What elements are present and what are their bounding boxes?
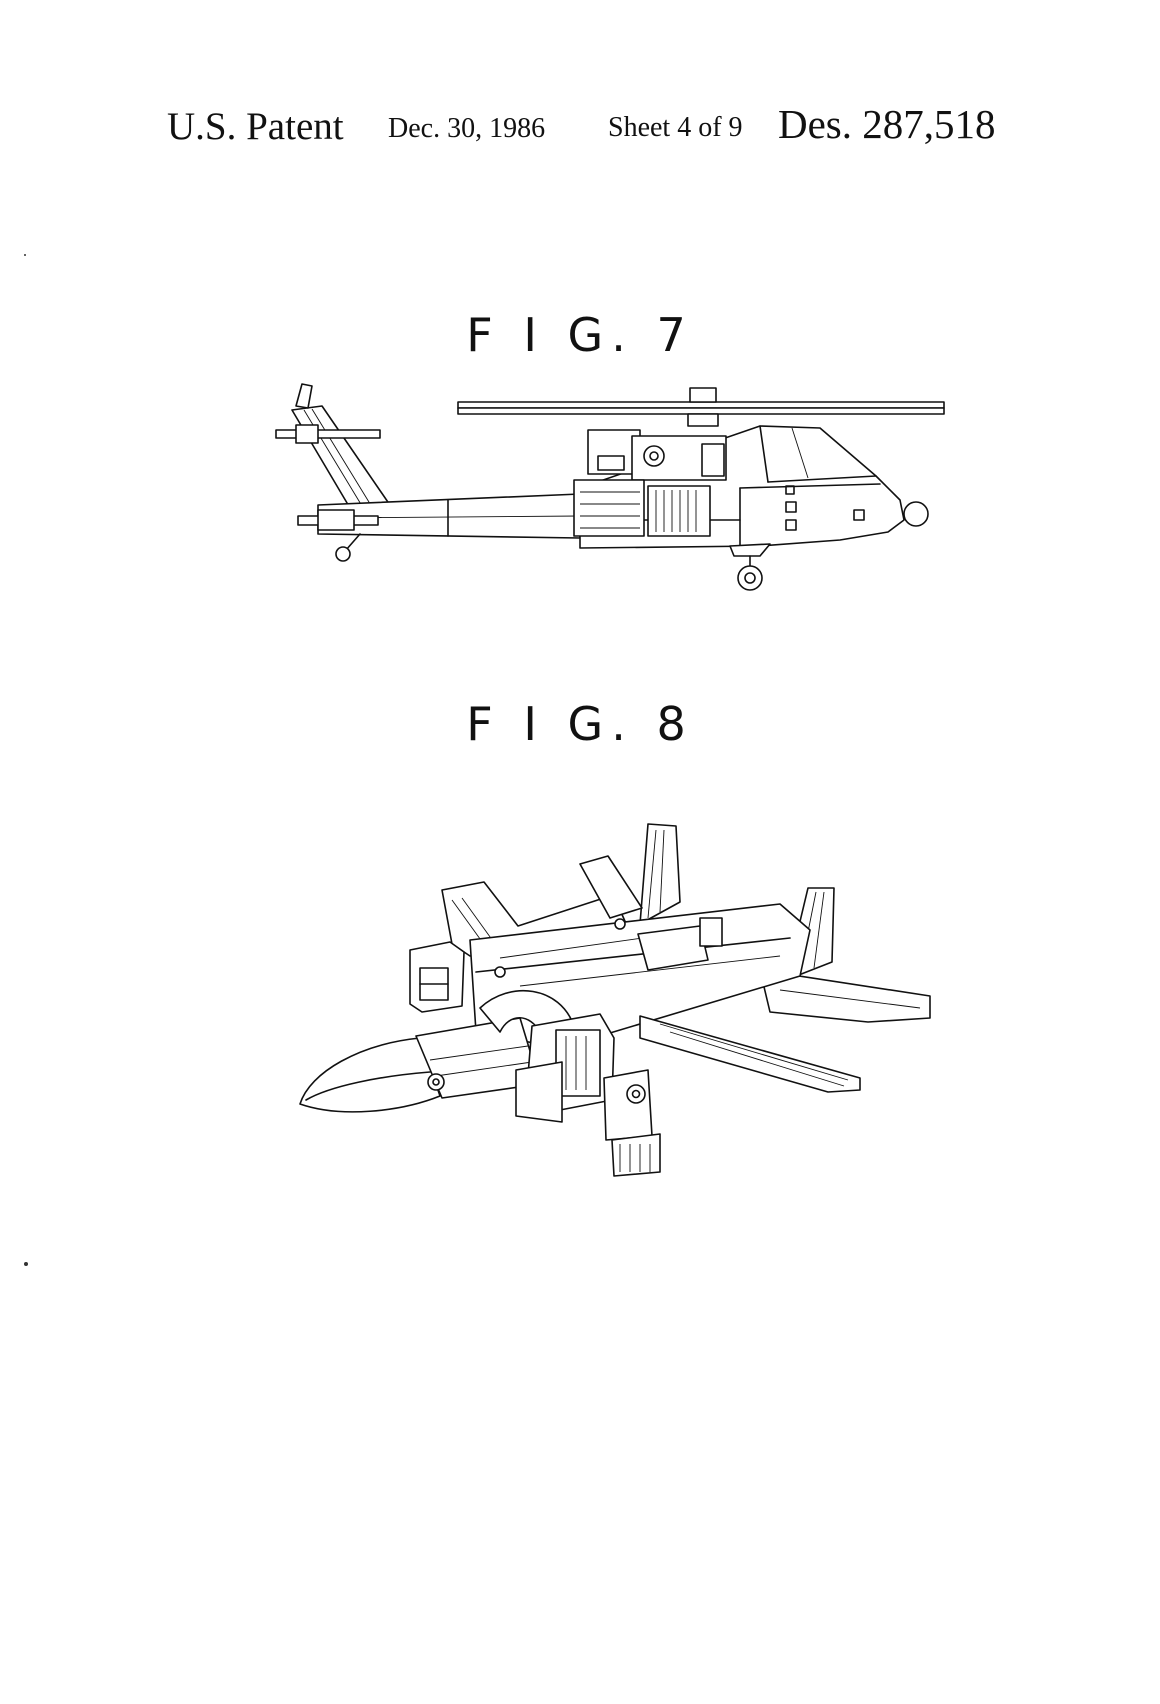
scan-speck — [24, 254, 26, 256]
patent-header: U.S. Patent Dec. 30, 1986 Sheet 4 of 9 D… — [0, 100, 1160, 160]
jet-line-art — [299, 823, 931, 1177]
fig8-label: F I G. 8 — [466, 697, 694, 751]
sheet-number: Sheet 4 of 9 — [608, 112, 743, 143]
patent-date: Dec. 30, 1986 — [388, 113, 546, 144]
helicopter-line-art — [275, 383, 945, 591]
design-number: Des. 287,518 — [778, 101, 996, 147]
fig7-helicopter-drawing — [0, 370, 1160, 630]
scan-speck — [24, 1262, 28, 1266]
fig7-label: F I G. 7 — [466, 308, 694, 362]
patent-label: U.S. Patent — [167, 105, 344, 148]
fig8-jet-drawing — [0, 800, 1160, 1200]
